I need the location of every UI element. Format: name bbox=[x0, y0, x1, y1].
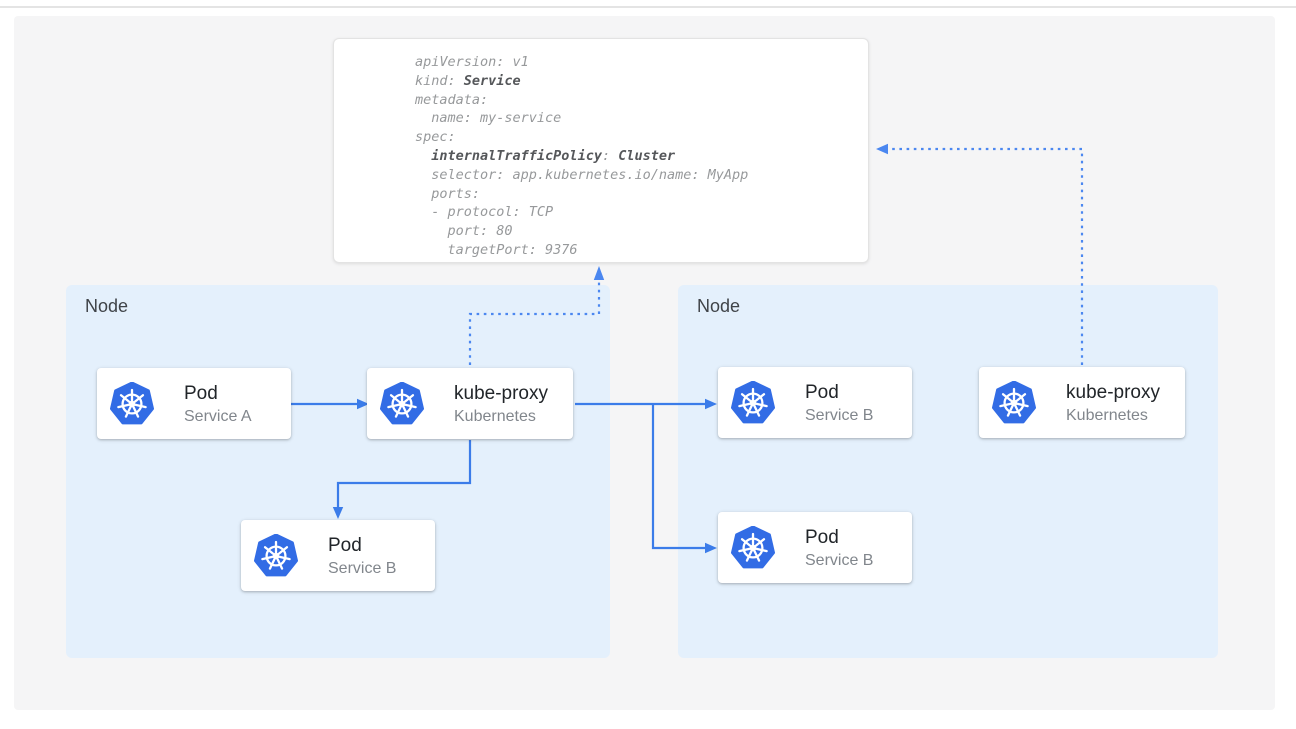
node-label: Node bbox=[85, 296, 129, 316]
pod-card-service-b-right-bottom: Pod Service B bbox=[718, 512, 912, 583]
card-title: Pod bbox=[805, 526, 839, 548]
kubernetes-logo-icon bbox=[731, 380, 775, 425]
kubernetes-logo-icon bbox=[380, 381, 424, 426]
node-box-right: Node bbox=[678, 285, 1218, 658]
top-divider bbox=[0, 6, 1296, 8]
yaml-line: - protocol: TCP bbox=[415, 204, 554, 221]
yaml-line: kind: Service bbox=[415, 72, 521, 89]
service-yaml-card: apiVersion: v1 kind: Service metadata: nam… bbox=[333, 38, 869, 263]
yaml-line: spec: bbox=[415, 129, 456, 146]
yaml-line: port: 80 bbox=[415, 223, 513, 240]
yaml-line: internalTrafficPolicy: Cluster bbox=[431, 147, 676, 164]
card-title: kube-proxy bbox=[1066, 381, 1160, 403]
card-subtitle: Service B bbox=[805, 551, 874, 569]
kubernetes-logo-icon bbox=[992, 380, 1036, 425]
yaml-line: apiVersion: v1 bbox=[415, 54, 529, 70]
yaml-line: targetPort: 9376 bbox=[415, 241, 578, 258]
pod-card-service-b-right-top: Pod Service B bbox=[718, 367, 912, 438]
card-title: Pod bbox=[805, 381, 839, 403]
kube-proxy-card-left: kube-proxy Kubernetes bbox=[367, 368, 573, 439]
card-subtitle: Kubernetes bbox=[454, 407, 536, 425]
yaml-line: metadata: bbox=[415, 91, 489, 108]
kube-proxy-card-right: kube-proxy Kubernetes bbox=[979, 367, 1185, 438]
card-title: Pod bbox=[184, 382, 218, 404]
yaml-line: ports: bbox=[415, 185, 481, 202]
node-box-left: Node bbox=[66, 285, 610, 658]
node-label: Node bbox=[697, 296, 741, 316]
yaml-code: apiVersion: v1 kind: Service metadata: nam… bbox=[415, 53, 868, 260]
card-subtitle: Service B bbox=[328, 559, 397, 577]
kubernetes-logo-icon bbox=[731, 525, 775, 570]
card-subtitle: Kubernetes bbox=[1066, 406, 1148, 424]
kubernetes-logo-icon bbox=[110, 381, 154, 426]
yaml-line: selector: app.kubernetes.io/name: MyApp bbox=[415, 166, 749, 183]
card-title: kube-proxy bbox=[454, 382, 548, 404]
yaml-line: name: my-service bbox=[415, 110, 562, 127]
kubernetes-logo-icon bbox=[254, 533, 298, 578]
card-subtitle: Service A bbox=[184, 407, 252, 425]
pod-card-service-a: Pod Service A bbox=[97, 368, 291, 439]
card-subtitle: Service B bbox=[805, 406, 874, 424]
pod-card-service-b-left: Pod Service B bbox=[241, 520, 435, 591]
card-title: Pod bbox=[328, 534, 362, 556]
